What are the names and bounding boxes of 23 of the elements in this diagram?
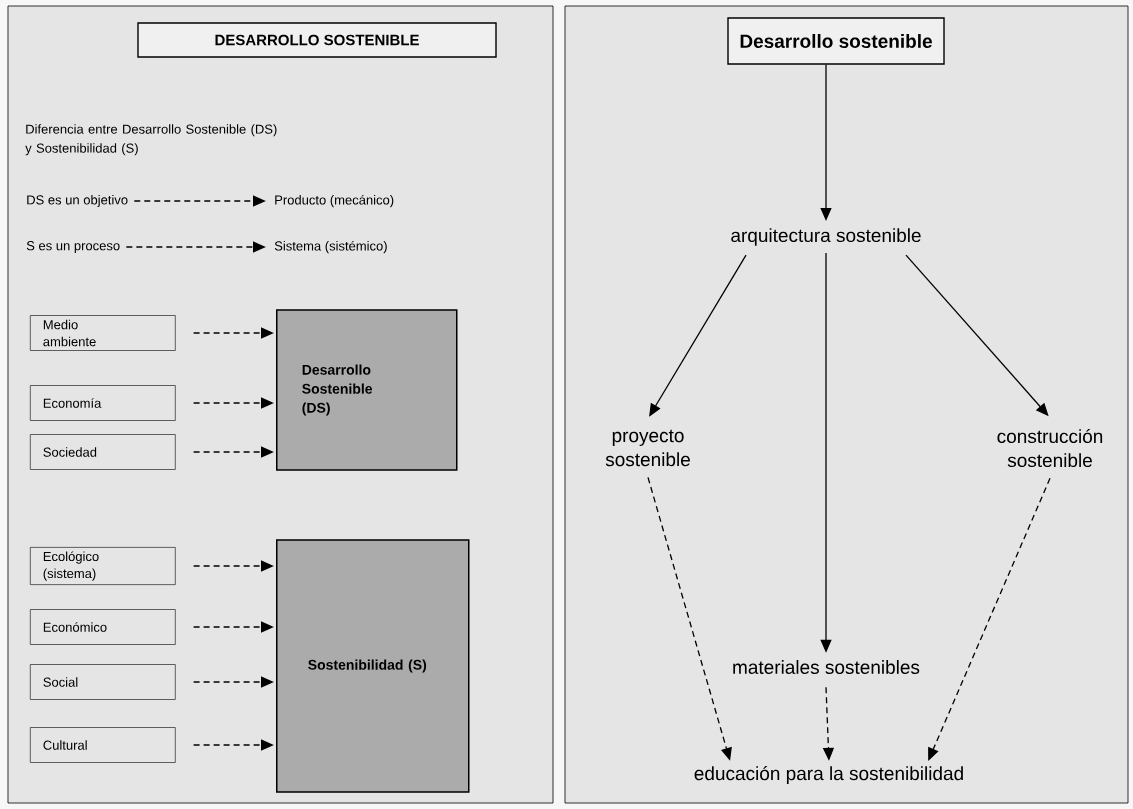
concept-box: Desarrollo Sostenible (DS) [276,309,458,471]
statement-text: DS es un objetivo [27,194,128,208]
statement-text: Producto (mecánico) [275,194,394,208]
concept-box: Sostenibilidad (S) [276,539,470,793]
concept-text: arquitectura sostenible [731,228,921,246]
factor-box: Social [30,664,176,700]
factor-box: Economía [30,385,176,421]
concept-text: educación para la sostenibilidad [694,766,963,784]
statement-text: S es un proceso [26,241,120,253]
concept-text: materiales sostenibles [733,660,920,674]
concept-text: proyecto sostenible [605,429,690,467]
factor-box: Económico [30,609,176,645]
statement-text: Sistema (sistémico) [274,240,387,254]
description-text: Diferencia entre Desarrollo Sostenible (DS) y Sostenibilidad (S) [25,124,277,156]
factor-box: Cultural [30,727,176,763]
factor-box: Ecológico (sistema) [30,547,176,585]
factor-box: Medio ambiente [30,315,176,351]
arrow [928,477,1051,761]
heading-box: Desarrollo sostenible [727,17,945,65]
factor-box: Sociedad [30,434,176,470]
heading-box: DESARROLLO SOSTENIBLE [137,22,497,58]
arrow [649,254,747,417]
concept-text: construcción sostenible [997,428,1103,468]
